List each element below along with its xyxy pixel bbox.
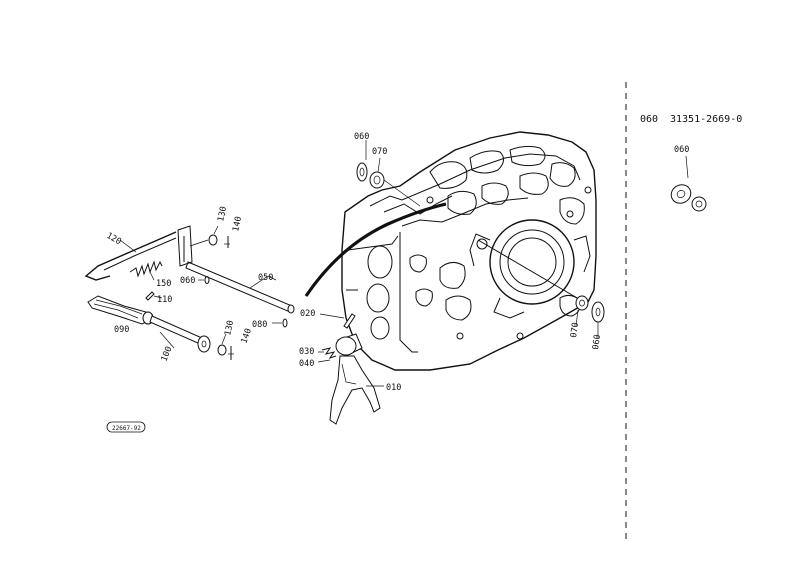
bearing-070-top <box>369 157 421 207</box>
label-080: 080 <box>252 320 267 330</box>
pin-140-bot <box>228 346 234 360</box>
label-010: 010 <box>386 383 401 393</box>
label-060-top: 060 <box>354 132 369 142</box>
label-030: 030 <box>299 347 314 357</box>
pin-020 <box>319 313 356 329</box>
stamp-text: 22667-92 <box>112 425 141 432</box>
pedal-090 <box>87 295 154 325</box>
seal-060-top <box>356 140 368 182</box>
panel-header-part-number: 31351-2669-0 <box>670 114 742 125</box>
washer-130-top <box>189 225 219 247</box>
label-020: 020 <box>300 309 315 319</box>
label-140-bot: 140 <box>239 327 254 345</box>
label-090: 090 <box>114 325 129 335</box>
washer-130-bot <box>217 333 227 356</box>
shift-cable <box>304 202 447 297</box>
label-130-top: 130 <box>216 206 229 223</box>
rod-100 <box>149 315 211 353</box>
label-130-bot: 130 <box>223 320 236 337</box>
detent-030-040 <box>317 347 337 363</box>
transmission-case <box>341 131 597 371</box>
bearing-070-right <box>575 295 589 327</box>
lever-bracket <box>177 225 193 267</box>
panel-header-code: 060 <box>640 114 658 125</box>
pin-140-top <box>224 236 230 248</box>
panel-seal-detail <box>670 155 707 212</box>
seal-060-right <box>591 301 605 338</box>
label-120: 120 <box>105 231 123 247</box>
label-070-right: 070 <box>569 322 581 339</box>
panel-detail-label: 060 <box>674 145 689 155</box>
label-050: 050 <box>258 273 273 283</box>
shift-rod-050 <box>185 261 295 314</box>
label-060-right: 060 <box>591 334 603 351</box>
label-100: 100 <box>160 345 175 363</box>
reference-stamp: 22667-92 <box>106 421 146 433</box>
label-040: 040 <box>299 359 314 369</box>
label-150: 150 <box>156 279 171 289</box>
ring-060-mid <box>198 276 210 284</box>
label-110: 110 <box>157 295 172 305</box>
clip-080 <box>272 318 288 328</box>
lever-120 <box>84 231 177 281</box>
spring-150 <box>129 260 163 281</box>
pin-110 <box>145 291 163 301</box>
label-140-top: 140 <box>231 216 244 233</box>
label-070-top: 070 <box>372 147 387 157</box>
label-060-mid: 060 <box>180 276 195 286</box>
shift-fork-010 <box>329 333 384 425</box>
